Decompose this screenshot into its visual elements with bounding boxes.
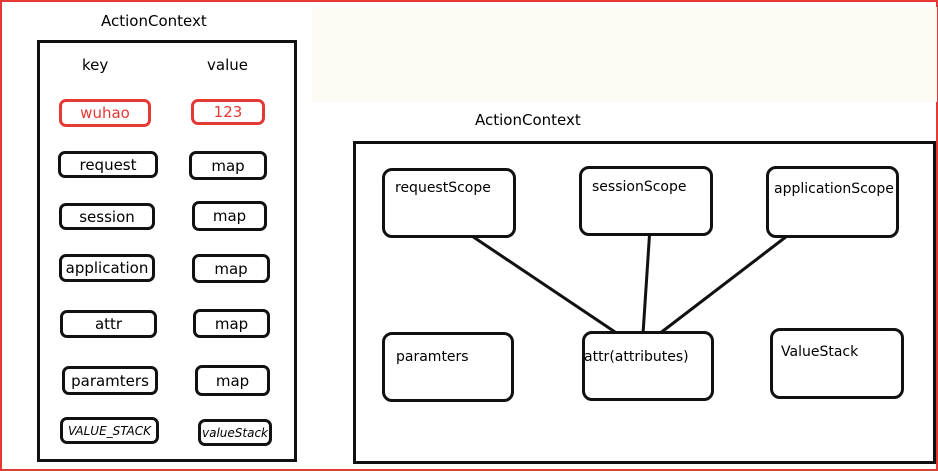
key-box-wuhao: wuhao: [59, 99, 151, 127]
background-band: [312, 7, 937, 102]
attr-label: attr(attributes): [584, 349, 689, 365]
value-column-header: value: [207, 56, 248, 74]
key-box-request: request: [58, 151, 158, 178]
paramters-label: paramters: [396, 349, 469, 365]
value-box-session-map: map: [192, 201, 267, 231]
attr-box: attr(attributes): [582, 331, 714, 401]
value-stack-box: ValueStack: [770, 328, 904, 399]
key-box-attr: attr: [60, 310, 157, 338]
key-box-session: session: [59, 203, 155, 230]
value-box-paramters-map: map: [195, 365, 270, 396]
value-box-request-map: map: [189, 151, 267, 180]
session-scope-box: sessionScope: [579, 166, 713, 236]
key-column-header: key: [82, 56, 109, 74]
application-scope-box: applicationScope: [766, 166, 899, 238]
action-context-map-panel: key value wuhao 123 request map session …: [37, 40, 297, 462]
value-box-123: 123: [191, 99, 265, 125]
key-box-value-stack: VALUE_STACK: [60, 417, 159, 444]
value-box-attr-map: map: [193, 309, 270, 338]
value-box-application-map: map: [192, 254, 270, 283]
key-box-paramters: paramters: [62, 366, 158, 395]
value-box-value-stack: valueStack: [198, 419, 272, 446]
request-scope-label: requestScope: [395, 180, 491, 196]
right-title: ActionContext: [475, 111, 581, 129]
paramters-box: paramters: [382, 332, 514, 402]
request-scope-box: requestScope: [382, 168, 516, 238]
application-scope-label: applicationScope: [774, 181, 894, 197]
key-box-application: application: [59, 254, 155, 282]
left-title: ActionContext: [101, 12, 207, 30]
value-stack-label: ValueStack: [781, 344, 859, 360]
session-scope-label: sessionScope: [592, 179, 687, 195]
